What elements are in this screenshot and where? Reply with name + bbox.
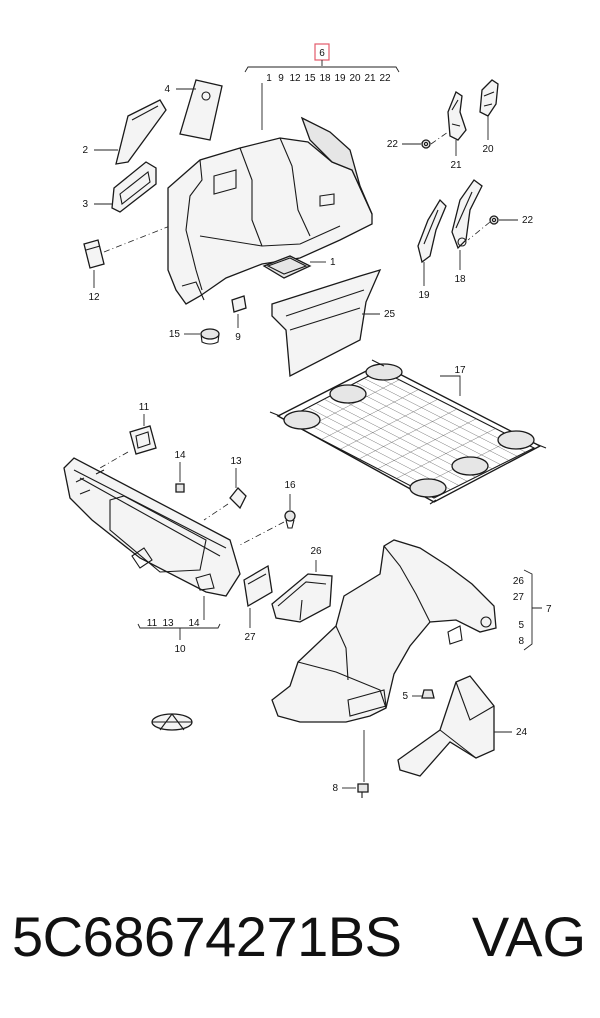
callout-2: 2: [82, 145, 88, 156]
group-6-member: 15: [304, 73, 316, 84]
group-6-member: 1: [266, 73, 272, 84]
callout-15: 15: [169, 329, 181, 340]
part-5-bolt: 5: [402, 689, 435, 702]
part-22-nut-top: 22: [387, 131, 449, 150]
callout-1: 1: [330, 257, 336, 268]
part-15-grommet: 15: [169, 328, 220, 345]
group-6-member: 12: [289, 73, 301, 84]
callout-9: 9: [235, 332, 241, 343]
callout-22-top: 22: [387, 139, 399, 150]
part-4-pad: 4: [164, 79, 223, 141]
callout-11: 11: [139, 402, 150, 413]
group-7-member: 8: [518, 636, 524, 647]
part-17-net: 17: [269, 359, 547, 505]
callout-16: 16: [284, 480, 296, 491]
brand-name: VAG: [471, 905, 586, 968]
part-9-pad: 9: [231, 295, 247, 343]
group-7-member: 26: [513, 576, 525, 587]
net-strand: [321, 389, 419, 440]
callout-25: 25: [384, 309, 396, 320]
group-6-member: 22: [379, 73, 391, 84]
part-13-latch: 13: [203, 456, 247, 521]
part-19-arm: 19: [417, 198, 447, 301]
group-6-member: 9: [278, 73, 284, 84]
callout-27: 27: [244, 632, 256, 643]
part-26-tray: 26: [271, 546, 333, 623]
logo-icon: [151, 713, 193, 731]
callout-8: 8: [332, 783, 338, 794]
callout-22-mid: 22: [522, 215, 534, 226]
callout-18: 18: [454, 274, 466, 285]
callout-26: 26: [310, 546, 322, 557]
part-8-screw: 8: [332, 730, 369, 798]
callout-20: 20: [482, 144, 494, 155]
part-27-bracket: 27: [243, 564, 273, 643]
callout-19: 19: [418, 290, 430, 301]
part-2-panel: 2: [82, 99, 167, 165]
callout-21: 21: [450, 160, 462, 171]
part-11-frame: 11: [99, 402, 157, 469]
callout-13-top: 13: [230, 456, 242, 467]
callout-24: 24: [516, 727, 528, 738]
part-20-bracket: 20: [479, 79, 499, 155]
part-18-arm: 18: [451, 179, 483, 285]
part-21-bracket: 21: [447, 91, 467, 171]
callout-3: 3: [82, 199, 88, 210]
group-10-label: 10: [174, 644, 186, 655]
callout-4: 4: [164, 84, 170, 95]
parts-diagram: 6 1 9 12 15 18 19 20 21 22 4 2 3 12: [63, 43, 552, 798]
part-25-panel: 25: [271, 268, 396, 378]
group-10-member: 11: [147, 618, 158, 629]
group-6-header: 6 1 9 12 15 18 19 20 21 22: [244, 43, 400, 130]
net-strand: [377, 418, 477, 469]
part-14-clip: 14: [174, 450, 186, 493]
part-6-side-trim: [167, 116, 373, 305]
footer: 5C68674271BS VAG: [0, 892, 600, 982]
callout-17: 17: [454, 365, 466, 376]
group-10-member: 13: [162, 618, 174, 629]
part-12-clip: 12: [83, 225, 171, 303]
part-1-box: 1: [262, 255, 336, 279]
callout-5: 5: [402, 691, 408, 702]
group-10-member: 14: [188, 618, 200, 629]
part-10-sill-panel: 11 13 14 10: [63, 457, 241, 655]
group-6-member: 19: [334, 73, 346, 84]
part-7-right-trim: 26 27 5 8 7: [271, 539, 552, 723]
group-6-member: 20: [349, 73, 361, 84]
net-strand: [340, 399, 438, 450]
net-strand: [358, 408, 458, 460]
callout-14-top: 14: [174, 450, 186, 461]
part-number: 5C68674271BS: [12, 905, 402, 968]
group-6-label: 6: [319, 48, 325, 59]
group-6-member: 21: [364, 73, 376, 84]
group-7-member: 5: [518, 620, 524, 631]
part-24-block: 24: [397, 675, 528, 777]
group-7-label: 7: [546, 604, 552, 615]
group-6-member: 18: [319, 73, 331, 84]
part-3-plate: 3: [82, 161, 157, 213]
group-7-member: 27: [513, 592, 525, 603]
callout-12: 12: [88, 292, 100, 303]
net-strand: [396, 428, 496, 479]
part-16-pin: 16: [237, 480, 296, 547]
part-22-nut-mid: 22: [467, 215, 534, 241]
